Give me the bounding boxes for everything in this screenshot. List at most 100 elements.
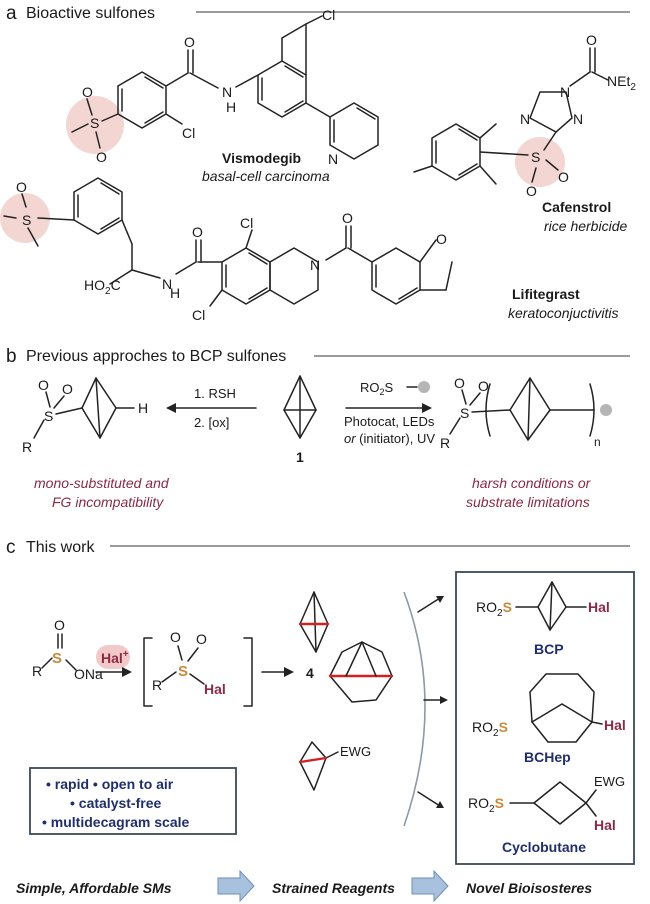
section-a-title: Bioactive sulfones xyxy=(26,5,155,22)
feature-line-1: • rapid • open to air xyxy=(46,776,174,792)
propellane-reagent xyxy=(298,591,330,653)
svg-text:Photocat, LEDs: Photocat, LEDs xyxy=(344,414,435,429)
svg-text:O: O xyxy=(558,169,569,185)
svg-text:S: S xyxy=(90,115,99,131)
lifitegrast-use: keratoconjuctivitis xyxy=(508,305,619,321)
svg-text:Hal: Hal xyxy=(204,681,226,697)
cafenstrol-name: Cafenstrol xyxy=(542,199,611,215)
svg-text:N: N xyxy=(310,257,320,273)
pyridine-ring xyxy=(329,102,379,160)
bicyclobutane-reagent: EWG xyxy=(298,741,371,791)
left-note-line1: mono-substituted and xyxy=(34,475,170,491)
radical-dot xyxy=(418,381,430,393)
triazole-ring xyxy=(529,91,573,133)
svg-text:Cl: Cl xyxy=(322,7,335,23)
svg-text:1. RSH: 1. RSH xyxy=(194,386,236,401)
flow-arrow-2 xyxy=(411,869,449,903)
cafenstrol-structure: S O O N N N O NEt2 Cafenstrol rice herbi… xyxy=(413,32,636,234)
sulfone-highlight xyxy=(515,137,565,187)
svg-text:N: N xyxy=(573,111,583,127)
bchep-product: RO2S Hal BCHep xyxy=(472,673,626,765)
lifitegrast-structure: S O HO2C N H O Cl Cl N O xyxy=(0,177,619,323)
isoquinoline-ring xyxy=(221,247,271,305)
section-b-title: Previous approches to BCP sulfones xyxy=(26,348,286,365)
svg-text:S: S xyxy=(52,650,62,667)
vismodegib-use: basal-cell carcinoma xyxy=(202,168,330,184)
svg-text:N: N xyxy=(328,151,338,167)
svg-text:O: O xyxy=(342,210,353,226)
mesityl-ring xyxy=(431,123,481,181)
svg-text:O: O xyxy=(192,224,203,240)
svg-text:EWG: EWG xyxy=(340,744,371,759)
sulfone-highlight xyxy=(66,96,124,154)
svg-text:S: S xyxy=(178,663,188,680)
section-c-title: This work xyxy=(26,539,95,556)
left-note-line2: FG incompatibility xyxy=(52,494,164,510)
propellane-1: 1 xyxy=(283,375,317,465)
compound-number: 1 xyxy=(296,449,304,465)
svg-text:S: S xyxy=(460,405,469,421)
products-box xyxy=(455,571,635,865)
svg-text:N: N xyxy=(222,84,232,100)
svg-text:H: H xyxy=(138,400,148,416)
svg-text:Hal: Hal xyxy=(594,817,616,833)
svg-text:Cl: Cl xyxy=(192,307,205,323)
svg-text:RO2S: RO2S xyxy=(476,599,512,619)
right-note-line1: harsh conditions or xyxy=(472,475,592,491)
svg-text:O: O xyxy=(478,378,489,394)
svg-text:RO2S: RO2S xyxy=(360,380,394,397)
product-name-bchep: BCHep xyxy=(524,749,571,765)
sodium-sulfinate: R S O ONa xyxy=(32,617,103,682)
svg-text:R: R xyxy=(152,677,162,693)
hal-pill xyxy=(96,645,130,669)
flow-label-2: Strained Reagents xyxy=(272,880,395,896)
svg-text:O: O xyxy=(38,377,49,393)
svg-text:NEt2: NEt2 xyxy=(607,73,636,93)
svg-text:2. [ox]: 2. [ox] xyxy=(194,415,229,430)
svg-text:R: R xyxy=(22,439,32,455)
svg-text:N: N xyxy=(560,84,570,100)
vismodegib-structure: S O O Cl O N H Cl N Vismodegib basal-cel… xyxy=(66,7,379,184)
svg-text:Cl: Cl xyxy=(240,215,253,231)
svg-text:S: S xyxy=(22,212,31,228)
product-name-bcp: BCP xyxy=(534,641,564,657)
svg-text:O: O xyxy=(454,375,465,391)
svg-text:O: O xyxy=(184,34,195,50)
svg-text:O: O xyxy=(16,179,27,195)
compound-number: 4 xyxy=(306,665,314,681)
svg-text:O: O xyxy=(170,629,181,645)
flow-arrow-1 xyxy=(217,869,255,903)
svg-text:H: H xyxy=(226,99,236,115)
benzene-ring xyxy=(73,177,123,235)
sulfonyl-halide: R S O O Hal xyxy=(143,629,253,707)
vismodegib-name: Vismodegib xyxy=(222,150,301,166)
svg-text:Cl: Cl xyxy=(182,125,195,141)
right-note-line2: substrate limitations xyxy=(466,494,590,510)
svg-text:S: S xyxy=(531,149,540,165)
feature-line-2: • catalyst-free xyxy=(70,795,161,811)
section-b-letter: b xyxy=(6,346,17,367)
svg-text:O: O xyxy=(62,381,73,397)
staffane-sulfone-product: S O O R n xyxy=(440,375,612,451)
svg-text:O: O xyxy=(586,32,597,48)
svg-text:O: O xyxy=(196,631,207,647)
svg-text:or (initiator), UV: or (initiator), UV xyxy=(344,431,435,446)
svg-text:R: R xyxy=(440,435,450,451)
bch-propellane-reagent: 4 xyxy=(306,641,394,703)
svg-text:ONa: ONa xyxy=(74,666,103,682)
svg-text:Hal: Hal xyxy=(604,717,626,733)
cyclobutane-product: RO2S EWG Hal Cyclobutane xyxy=(468,774,625,855)
transition-curve xyxy=(403,591,426,827)
section-c-letter: c xyxy=(6,537,16,558)
svg-text:RO2S: RO2S xyxy=(468,795,504,815)
svg-text:H: H xyxy=(170,285,180,301)
benzene-ring xyxy=(117,71,167,129)
section-a-letter: a xyxy=(6,3,17,24)
benzene-ring xyxy=(257,60,307,118)
svg-text:Hal+: Hal+ xyxy=(101,649,129,666)
svg-text:O: O xyxy=(526,183,537,199)
svg-text:Hal: Hal xyxy=(588,599,610,615)
bcp-thioether-product: S O O R H xyxy=(22,377,148,455)
svg-text:R: R xyxy=(32,663,42,679)
svg-text:O: O xyxy=(82,84,93,100)
